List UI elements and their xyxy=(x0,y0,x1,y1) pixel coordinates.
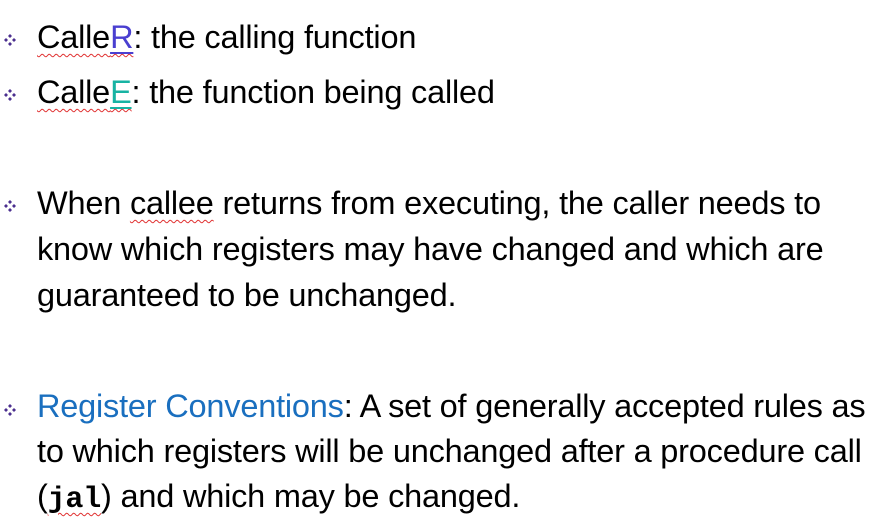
four-diamond-bullet-icon xyxy=(2,402,18,418)
caller-lead: Calle xyxy=(37,19,111,55)
jal-instruction: jal xyxy=(47,483,102,517)
callee-word: callee xyxy=(129,185,214,221)
caller-accent-letter: R xyxy=(110,19,134,55)
bullet4-post: ) and which may be changed. xyxy=(101,478,521,514)
bullet-text: When callee returns from executing, the … xyxy=(37,180,887,318)
bullet4-mid: : A set of generally accepted rules as t… xyxy=(37,388,866,514)
bullet3-post: returns from executing, the caller needs… xyxy=(37,185,824,313)
caller-definition: : the calling function xyxy=(133,19,417,55)
bullet-text: CalleR: the calling function xyxy=(37,14,887,60)
bullet-text: Register Conventions: A set of generally… xyxy=(37,384,887,523)
four-diamond-bullet-icon xyxy=(2,87,18,103)
four-diamond-bullet-icon xyxy=(2,198,18,214)
callee-definition: : the function being called xyxy=(131,74,495,110)
bullet-text: CalleE: the function being called xyxy=(37,69,887,115)
four-diamond-bullet-icon xyxy=(2,32,18,48)
callee-lead: Calle xyxy=(37,74,111,110)
callee-accent-letter: E xyxy=(110,74,132,110)
bullet3-pre: When xyxy=(37,185,130,221)
register-conventions-term: Register Conventions xyxy=(37,388,344,424)
